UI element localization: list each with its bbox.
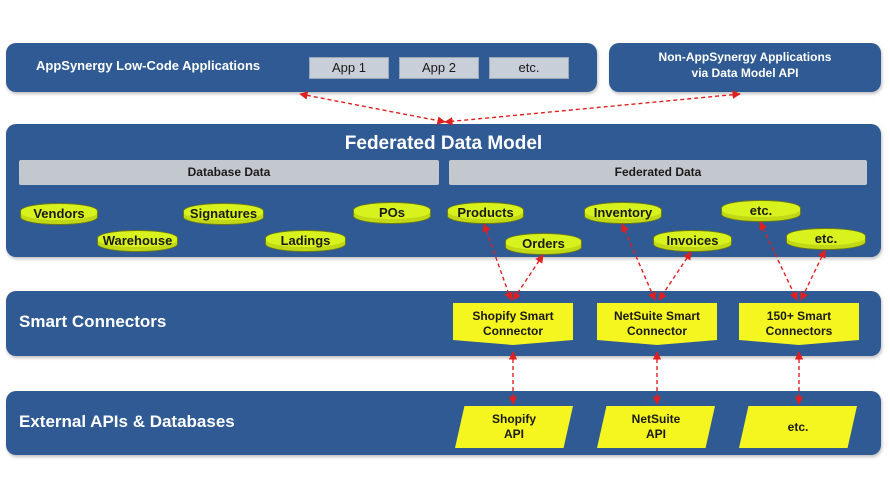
arrow-etc2-to-150 — [800, 249, 826, 301]
arrow-apps-to-model — [299, 91, 446, 125]
ladings-cylinder: Ladings — [265, 230, 346, 252]
appsynergy-apps-title: AppSynergy Low-Code Applications — [36, 58, 261, 73]
warehouse-cylinder: Warehouse — [97, 230, 178, 252]
non-appsynergy-panel: Non-AppSynergy Applications via Data Mod… — [609, 43, 881, 92]
arrow-invoices-to-netsuite — [658, 251, 692, 301]
external-apis-panel: External APIs & Databases — [6, 391, 881, 455]
app-etc-button[interactable]: etc. — [489, 57, 569, 79]
external-apis-title: External APIs & Databases — [19, 412, 235, 431]
netsuite-api: NetSuite API — [597, 406, 715, 448]
invoices-cylinder: Invoices — [653, 230, 732, 252]
federated-data-header: Federated Data — [449, 160, 867, 185]
arrow-inventory-to-netsuite — [621, 223, 656, 301]
arrow-orders-to-shopify — [512, 254, 544, 301]
signatures-cylinder: Signatures — [183, 203, 264, 225]
arrow-etc1-to-150 — [759, 221, 798, 301]
150-smart-connectors: 150+ Smart Connectors — [739, 303, 859, 345]
products-cylinder: Products — [447, 202, 524, 224]
database-data-header: Database Data — [19, 160, 439, 185]
etc-cylinder-1: etc. — [721, 200, 801, 222]
etc-api: etc. — [739, 406, 857, 448]
smart-connectors-title: Smart Connectors — [19, 312, 167, 331]
federated-data-model-title: Federated Data Model — [344, 133, 543, 154]
etc-cylinder-2: etc. — [786, 228, 866, 250]
orders-cylinder: Orders — [505, 233, 582, 255]
smart-connectors-panel: Smart Connectors — [6, 291, 881, 356]
arrow-nonapps-to-model — [444, 90, 741, 126]
pos-cylinder: POs — [353, 202, 431, 224]
app-1-button[interactable]: App 1 — [309, 57, 389, 79]
shopify-api: Shopify API — [455, 406, 573, 448]
inventory-cylinder: Inventory — [584, 202, 662, 224]
non-appsynergy-title: Non-AppSynergy Applications via Data Mod… — [658, 50, 832, 80]
app-2-button[interactable]: App 2 — [399, 57, 479, 79]
arrow-products-to-shopify — [482, 223, 513, 301]
shopify-smart-connector: Shopify Smart Connector — [453, 303, 573, 345]
netsuite-smart-connector: NetSuite Smart Connector — [597, 303, 717, 345]
vendors-cylinder: Vendors — [20, 203, 98, 225]
